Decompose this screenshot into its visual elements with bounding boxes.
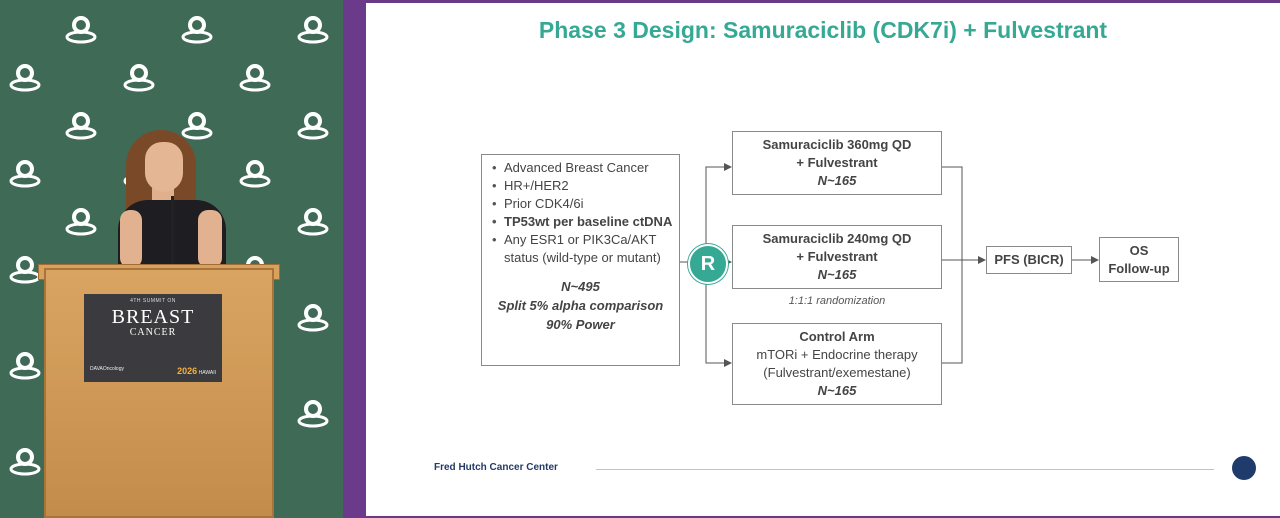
sign-edition: 4TH SUMMIT ON <box>130 298 176 304</box>
backdrop-logo-icon <box>64 206 98 236</box>
eligibility-list: Advanced Breast Cancer HR+/HER2 Prior CD… <box>488 159 673 267</box>
pfs-endpoint-box: PFS (BICR) <box>986 246 1072 274</box>
arm-drug: Samuraciclib 360mg QD <box>762 137 912 152</box>
arm-n: N~165 <box>817 267 857 282</box>
connector-arm1-merge <box>942 166 963 364</box>
arm-n: N~165 <box>817 173 857 188</box>
power-note: 90% Power <box>546 317 615 332</box>
connector-r-to-arm1 <box>705 163 732 244</box>
backdrop-logo-icon <box>122 62 156 92</box>
sign-event: 2026 HAWAII <box>177 366 216 376</box>
backdrop-logo-icon <box>296 206 330 236</box>
slide-title: Phase 3 Design: Samuraciclib (CDK7i) + F… <box>538 17 1108 43</box>
eligibility-summary: N~495 Split 5% alpha comparison 90% Powe… <box>488 277 673 334</box>
backdrop-logo-icon <box>180 110 214 140</box>
os-endpoint-box: OS Follow-up <box>1099 237 1179 282</box>
eligibility-item: Any ESR1 or PIK3Ca/AKT status (wild-type… <box>492 231 673 267</box>
sign-year: 2026 <box>177 366 198 376</box>
alpha-note: Split 5% alpha comparison <box>497 298 664 313</box>
sign-sponsor: DAVAOncology <box>90 366 124 372</box>
eligibility-item: Prior CDK4/6i <box>492 195 673 213</box>
backdrop-logo-icon <box>296 14 330 44</box>
sign-location: HAWAII <box>198 370 216 376</box>
footer-dot-icon <box>1232 456 1256 480</box>
frame-divider <box>343 0 366 518</box>
arm-box-control: Control Arm mTORi + Endocrine therapy (F… <box>732 323 942 405</box>
arm-box-360mg: Samuraciclib 360mg QD + Fulvestrant N~16… <box>732 131 942 195</box>
randomization-node: R <box>688 244 728 284</box>
backdrop-logo-icon <box>238 158 272 188</box>
backdrop-logo-icon <box>8 446 42 476</box>
arm-therapy-detail: (Fulvestrant/exemestane) <box>763 365 911 380</box>
eligibility-item: TP53wt per baseline ctDNA <box>492 213 673 231</box>
backdrop-logo-icon <box>64 14 98 44</box>
followup-label: Follow-up <box>1108 261 1170 276</box>
backdrop-logo-icon <box>8 62 42 92</box>
flow-connectors <box>680 163 1099 367</box>
speaker-arm-right <box>198 210 222 268</box>
arm-therapy: mTORi + Endocrine therapy <box>756 347 918 362</box>
arm-combo: + Fulvestrant <box>796 249 878 264</box>
slide: Phase 3 Design: Samuraciclib (CDK7i) + F… <box>366 3 1280 516</box>
speaker-video-panel: 4TH SUMMIT ON BREAST CANCER DAVAOncology… <box>0 0 343 518</box>
arm-combo: + Fulvestrant <box>796 155 878 170</box>
backdrop-logo-icon <box>296 302 330 332</box>
backdrop-logo-icon <box>238 62 272 92</box>
arm-title: Control Arm <box>799 329 875 344</box>
speaker-face <box>145 142 183 192</box>
microphone <box>171 196 174 266</box>
sign-cancer: CANCER <box>129 327 177 338</box>
sign-breast: BREAST <box>111 306 195 328</box>
randomization-ratio: 1:1:1 randomization <box>788 295 886 307</box>
arm-n: N~165 <box>817 383 857 398</box>
connector-r-to-arm3 <box>705 280 732 367</box>
arm-drug: Samuraciclib 240mg QD <box>762 231 912 246</box>
eligibility-box: Advanced Breast Cancer HR+/HER2 Prior CD… <box>481 154 680 366</box>
footer-rule <box>596 469 1214 470</box>
backdrop-logo-icon <box>180 14 214 44</box>
arm-box-240mg: Samuraciclib 240mg QD + Fulvestrant N~16… <box>732 225 942 289</box>
backdrop-logo-icon <box>8 158 42 188</box>
backdrop-logo-icon <box>8 254 42 284</box>
sign-footer: DAVAOncology 2026 HAWAII <box>90 366 216 376</box>
backdrop-logo-icon <box>8 350 42 380</box>
total-n: N~495 <box>561 279 600 294</box>
backdrop-logo-icon <box>296 398 330 428</box>
backdrop-logo-icon <box>64 110 98 140</box>
eligibility-item: Advanced Breast Cancer <box>492 159 673 177</box>
backdrop-logo-icon <box>296 110 330 140</box>
footer-institution: Fred Hutch Cancer Center <box>434 462 558 473</box>
speaker-arm-left <box>120 210 142 268</box>
os-label: OS <box>1129 243 1149 258</box>
eligibility-item: HR+/HER2 <box>492 177 673 195</box>
podium-sign: 4TH SUMMIT ON BREAST CANCER DAVAOncology… <box>84 294 222 382</box>
